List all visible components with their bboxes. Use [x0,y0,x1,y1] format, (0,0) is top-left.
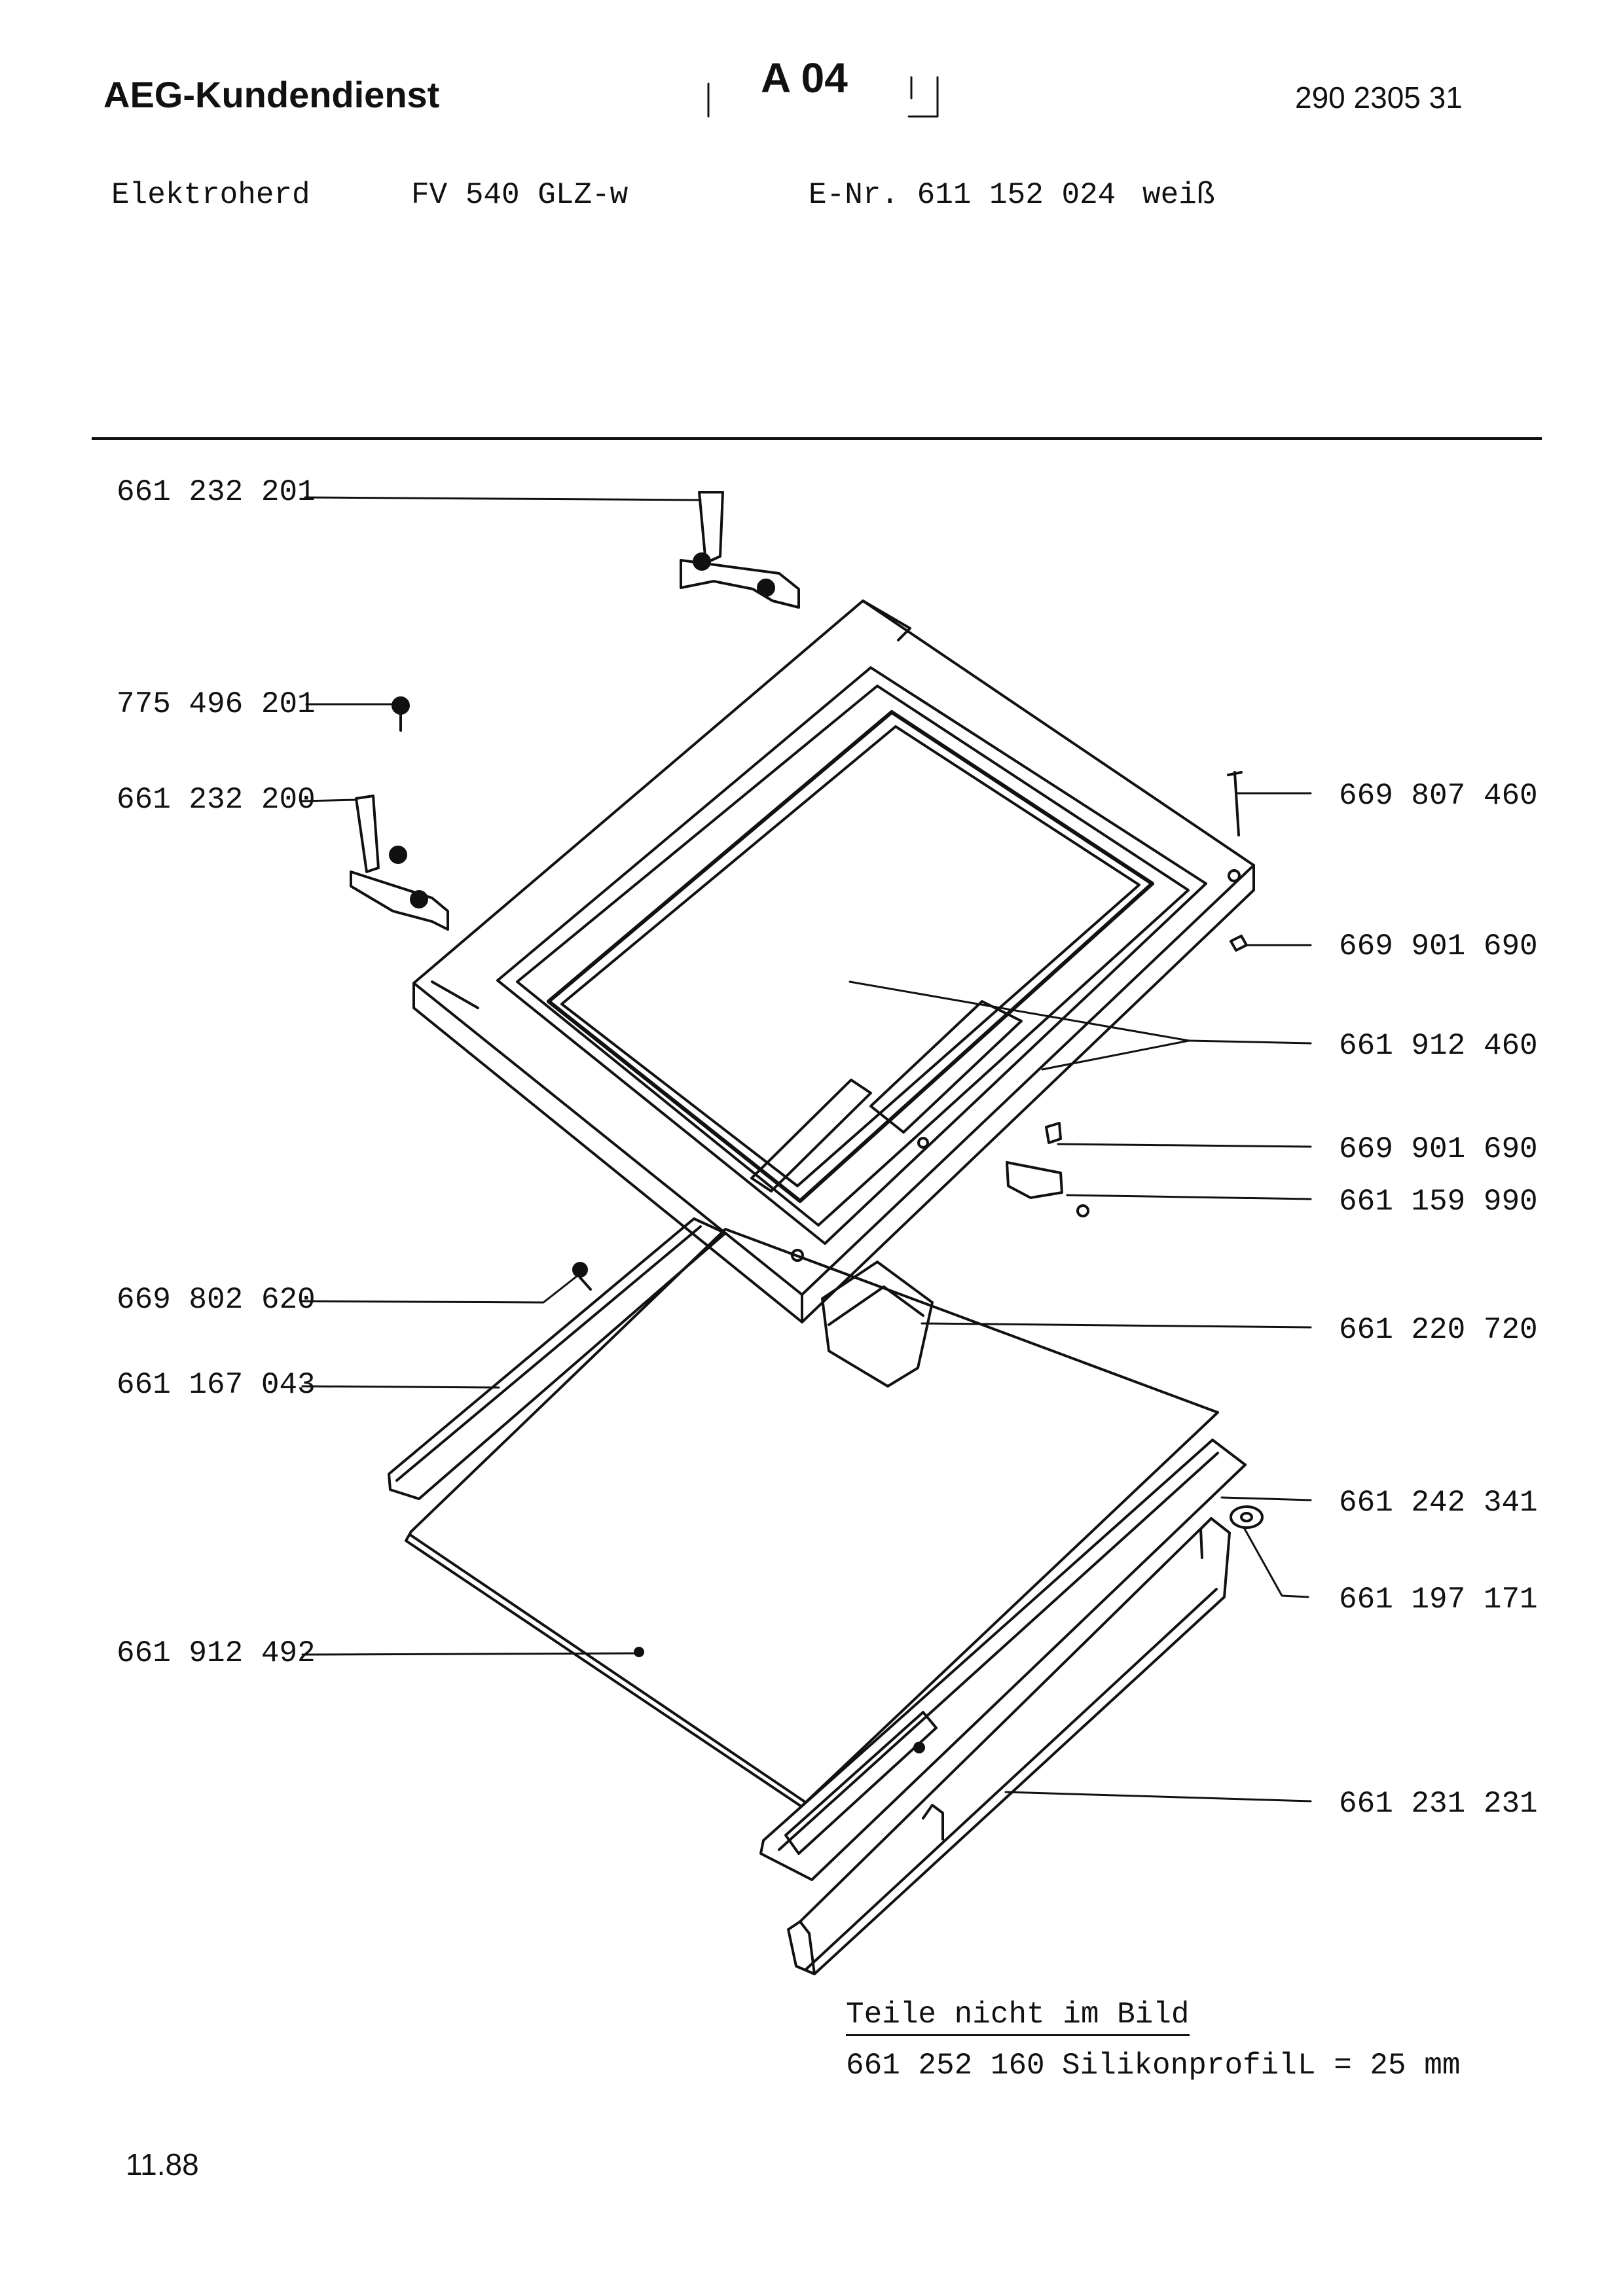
part-label: 661 232 200 [117,783,316,817]
header-divider [92,437,1542,440]
upper-hinge [680,491,800,609]
part-label: 775 496 201 [117,687,316,721]
screw-669-802-620 [572,1262,592,1291]
part-label: 661 220 720 [1339,1313,1538,1347]
handle-cap [821,1261,934,1388]
screw-669-807-460 [1227,771,1243,836]
left-rail [388,1217,727,1500]
part-label: 661 231 231 [1339,1787,1538,1821]
washer-661-197-171 [1230,1505,1264,1529]
part-label: 661 197 171 [1339,1583,1538,1617]
sheet-code: A 04 [761,54,848,101]
part-label: 661 167 043 [117,1368,316,1402]
not-shown-part-number: 661 252 160 [846,2049,1045,2083]
screw-775-496-201 [392,696,410,732]
part-label: 669 901 690 [1339,1132,1538,1166]
door-frame [412,600,1255,1323]
document-number: 290 2305 31 [1295,81,1463,115]
leader-lines [301,496,1312,1803]
part-label: 669 901 690 [1339,929,1538,963]
bottom-trim [787,1517,1231,1975]
glass-panel [405,1228,1219,1808]
model-number: FV 540 GLZ-w [411,178,629,212]
part-label: 661 912 492 [117,1636,316,1670]
lower-rail [759,1439,1247,1881]
lower-hinge [350,795,449,931]
revision-date: 11.88 [126,2147,199,2181]
part-label: 661 242 341 [1339,1486,1538,1520]
e-number: E-Nr. 611 152 024 [809,178,1116,212]
not-shown-part-description: Silikonprofil [1062,2049,1297,2083]
not-shown-heading: Teile nicht im Bild [846,1998,1190,2036]
color-variant: weiß [1142,178,1215,212]
sheet-code-brackets [707,76,939,118]
appliance-type: Elektroherd [111,178,310,212]
part-label: 661 912 460 [1339,1029,1538,1063]
part-label: 661 232 201 [117,475,316,509]
brand-title: AEG-Kundendienst [103,74,440,115]
part-label: 669 802 620 [117,1283,316,1317]
part-label: 661 159 990 [1339,1185,1538,1219]
clip-669-901-690-upper [1230,935,1248,952]
not-shown-part-spec: L = 25 mm [1298,2049,1461,2083]
part-label: 669 807 460 [1339,779,1538,813]
side-bracket [1006,1122,1089,1217]
